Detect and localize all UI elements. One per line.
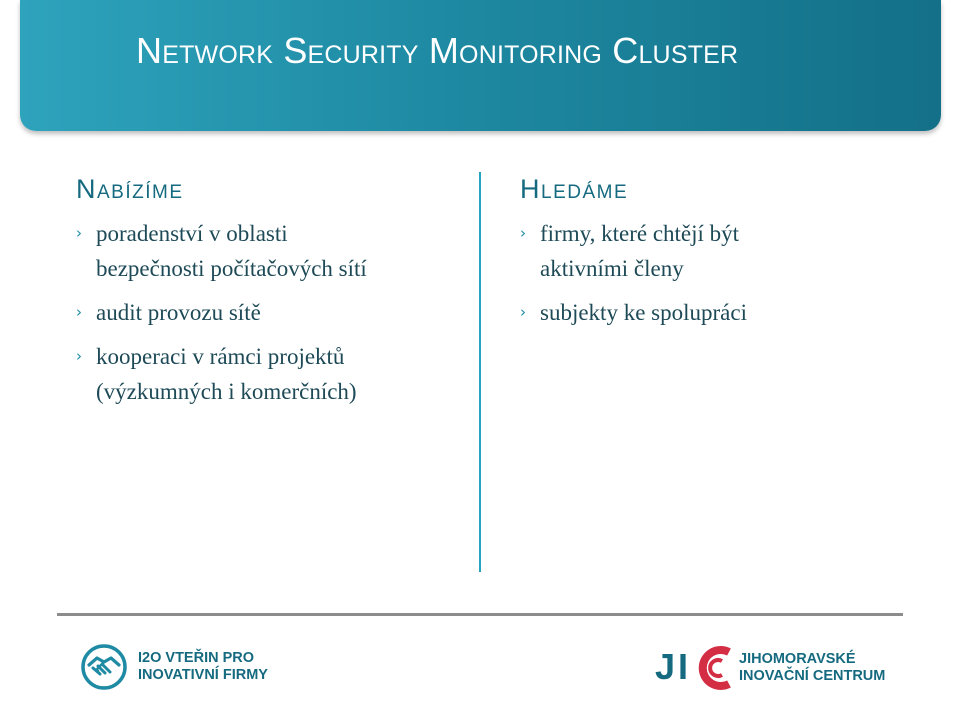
logo-120-vterin-text: I2O VTEŘIN PRO INOVATIVNÍ FIRMY	[138, 650, 268, 684]
logo-text-line: INOVATIVNÍ FIRMY	[138, 667, 268, 683]
chevron-right-icon: ›	[520, 303, 526, 321]
page-title: Network Security Monitoring Cluster	[136, 30, 739, 71]
header-banner: Network Security Monitoring Cluster	[20, 0, 941, 131]
list-item-line: (výzkumných i komerčních)	[96, 379, 357, 404]
chevron-right-icon: ›	[520, 224, 526, 242]
list-item-line: bezpečnosti počítačových sítí	[96, 256, 367, 281]
chevron-right-icon: ›	[76, 224, 82, 242]
offer-heading: Nabízíme	[76, 174, 184, 204]
list-item: › firmy, které chtějí být aktivními člen…	[520, 216, 940, 286]
seek-heading: Hledáme	[520, 174, 629, 204]
jic-mark-i: I	[678, 646, 689, 687]
offer-column: Nabízíme › poradenství v oblasti bezpečn…	[76, 172, 466, 418]
list-item: › poradenství v oblasti bezpečnosti počí…	[76, 216, 466, 286]
list-item-line: audit provozu sítě	[96, 300, 261, 325]
logo-text-line: I2O VTEŘIN PRO	[138, 650, 255, 666]
list-item: › audit provozu sítě	[76, 295, 466, 330]
list-item: › kooperaci v rámci projektů (výzkumných…	[76, 339, 466, 409]
logo-text-line: INOVAČNÍ CENTRUM	[739, 668, 886, 684]
jic-c-icon	[698, 646, 731, 690]
chevron-right-icon: ›	[76, 303, 82, 321]
column-divider	[479, 172, 481, 572]
logo-120-vterin: I2O VTEŘIN PRO INOVATIVNÍ FIRMY	[80, 643, 320, 691]
jic-mark-j: J	[655, 646, 676, 687]
logo-text-line: JIHOMORAVSKÉ	[739, 651, 856, 667]
seek-column: Hledáme › firmy, které chtějí být aktivn…	[520, 172, 940, 339]
list-item-line: kooperaci v rámci projektů	[96, 344, 345, 369]
chevron-right-icon: ›	[76, 347, 82, 365]
logo-jic-text: JIHOMORAVSKÉ INOVAČNÍ CENTRUM	[739, 651, 885, 685]
seek-list: › firmy, které chtějí být aktivními člen…	[520, 216, 940, 330]
list-item-line: poradenství v oblasti	[96, 221, 288, 246]
list-item-line: firmy, které chtějí být	[540, 221, 740, 246]
list-item-line: subjekty ke spolupráci	[540, 300, 747, 325]
list-item-line: aktivními členy	[540, 256, 684, 281]
list-item: › subjekty ke spolupráci	[520, 295, 940, 330]
footer-divider	[57, 613, 903, 616]
logo-jic: J I JIHOMORAVSKÉ INOVAČNÍ CENTRUM	[655, 640, 905, 696]
handshake-icon	[81, 644, 127, 690]
offer-list: › poradenství v oblasti bezpečnosti počí…	[76, 216, 466, 409]
